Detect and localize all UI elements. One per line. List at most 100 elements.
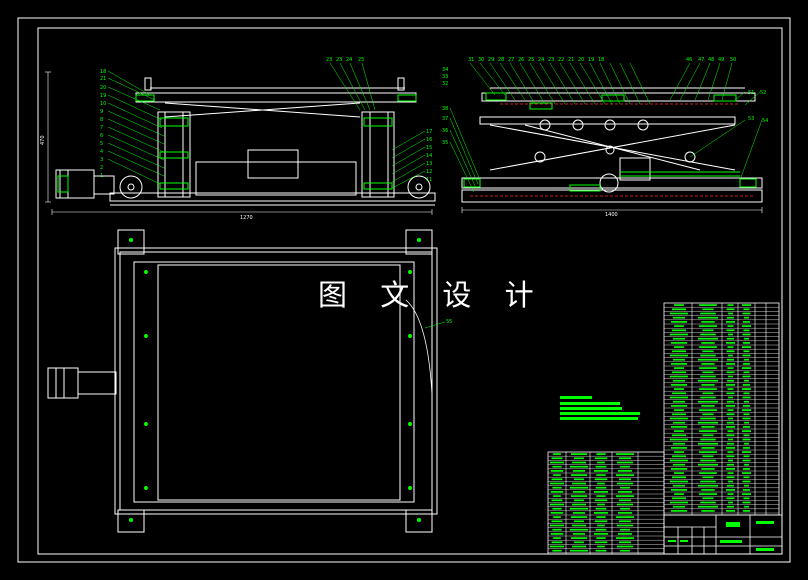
balloon-label: 38	[442, 106, 448, 112]
front-width-dimension: 1270	[240, 215, 253, 221]
table-cell-text	[553, 453, 561, 455]
table-cell-text	[571, 495, 587, 497]
table-cell-text	[727, 304, 734, 306]
table-cell-text	[550, 470, 564, 472]
table-cell-text	[727, 463, 734, 466]
table-cell-text	[728, 417, 733, 420]
table-cell-text	[672, 476, 686, 479]
balloon-label: 36	[442, 128, 448, 134]
plan-view-bolts	[129, 238, 421, 522]
table-cell-text	[671, 426, 687, 428]
balloon-label: 9	[100, 109, 103, 115]
table-cell-text	[553, 495, 561, 497]
table-cell-text	[594, 478, 608, 481]
balloon-label: 52	[760, 90, 766, 96]
table-cell-text	[616, 516, 634, 518]
table-cell-text	[672, 329, 686, 332]
table-cell-text	[699, 367, 717, 369]
table-cell-text	[674, 430, 684, 432]
balloon-label: 2	[100, 165, 103, 171]
table-cell-text	[702, 497, 714, 500]
table-cell-text	[702, 455, 714, 458]
table-cell-text	[594, 533, 608, 535]
table-cell-text	[701, 489, 715, 491]
table-cell-text	[727, 442, 734, 445]
table-cell-text	[673, 505, 685, 508]
table-cell-text	[702, 371, 714, 374]
table-cell-text	[572, 503, 586, 506]
balloon-label: 23	[336, 57, 342, 63]
table-cell-text	[728, 480, 733, 483]
table-cell-text	[698, 463, 718, 466]
table-cell-text	[726, 363, 735, 365]
table-cell-text	[698, 358, 718, 361]
table-cell-text	[620, 465, 630, 468]
balloon-label: 51	[748, 90, 754, 96]
front-view-highlights	[57, 94, 417, 193]
table-cell-text	[699, 430, 717, 432]
table-cell-text	[552, 549, 562, 552]
table-cell-text	[619, 457, 631, 460]
table-cell-text	[673, 421, 685, 424]
table-cell-text	[728, 501, 733, 504]
table-cell-text	[744, 442, 749, 445]
balloon-label: 19	[588, 57, 594, 63]
balloon-label: 14	[426, 153, 432, 159]
table-cell-text	[574, 478, 584, 481]
table-cell-text	[743, 434, 750, 437]
table-cell-text	[726, 455, 735, 458]
balloon-label: 55	[446, 319, 452, 325]
balloon-label: 17	[426, 129, 432, 135]
table-cell-text	[742, 333, 751, 336]
balloon-label: 28	[498, 57, 504, 63]
balloon-label: 10	[100, 101, 106, 107]
table-cell-text	[701, 468, 715, 470]
table-cell-text	[701, 426, 715, 428]
table-cell-text	[596, 495, 606, 497]
balloon-label: 8	[100, 117, 103, 123]
table-cell-text	[744, 463, 749, 466]
table-cell-text	[550, 503, 564, 506]
table-cell-text	[595, 507, 607, 510]
table-cell-text	[671, 342, 687, 344]
table-cell-text	[743, 405, 750, 407]
table-cell-text	[728, 333, 733, 336]
table-cell-text	[701, 447, 715, 449]
table-cell-text	[672, 413, 686, 416]
table-cell-text	[670, 480, 688, 483]
balloon-label: 16	[426, 137, 432, 143]
table-cell-text	[742, 354, 751, 357]
balloon-label: 18	[100, 69, 106, 75]
table-cell-text	[698, 400, 718, 403]
table-cell-text	[698, 316, 718, 319]
balloon-label: 20	[100, 85, 106, 91]
balloon-label: 15	[426, 145, 432, 151]
balloon-label: 32	[442, 81, 448, 87]
table-cell-text	[727, 472, 734, 474]
table-cell-text	[670, 438, 688, 441]
table-cell-text	[619, 478, 631, 481]
table-cell-text	[674, 325, 684, 327]
table-cell-text	[597, 524, 605, 527]
inner-frame	[37, 27, 783, 555]
balloon-label: 25	[528, 57, 534, 63]
table-cell-text	[573, 533, 585, 535]
balloon-label: 22	[558, 57, 564, 63]
table-cell-text	[670, 375, 688, 378]
table-cell-text	[671, 510, 687, 512]
table-cell-text	[743, 447, 750, 449]
table-cell-text	[743, 497, 750, 500]
table-cell-text	[550, 482, 564, 485]
table-cell-text	[700, 396, 716, 399]
table-cell-text	[595, 528, 607, 531]
table-cell-text	[550, 512, 564, 514]
balloon-label: 21	[568, 57, 574, 63]
balloon-label: 6	[100, 133, 103, 139]
table-cell-text	[726, 329, 735, 332]
table-cell-text	[618, 491, 632, 493]
table-cell-text	[673, 463, 685, 466]
table-cell-text	[553, 537, 561, 539]
lower-list-rows	[548, 456, 664, 553]
table-cell-text	[742, 396, 751, 399]
balloon-label: 25	[358, 57, 364, 63]
